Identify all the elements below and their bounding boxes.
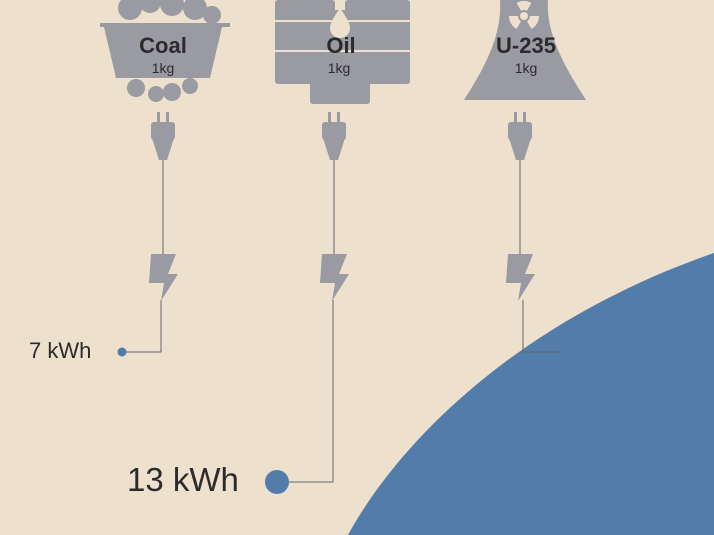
radiation-icon	[508, 1, 539, 29]
plug-icon	[151, 112, 175, 160]
coal-mass: 1kg	[151, 60, 175, 76]
oil-energy-value: 13 kWh	[127, 461, 239, 498]
plug-icon	[508, 112, 532, 160]
lightning-bolt-icon	[320, 254, 349, 301]
oil-name: Oil	[326, 33, 356, 58]
oil-energy-dot	[265, 470, 289, 494]
uranium-mass: 1kg	[514, 60, 538, 76]
coal-energy-dot	[117, 347, 127, 357]
cooling-tower-icon	[464, 0, 586, 100]
uranium-energy-circle	[348, 253, 714, 535]
plug-icon	[322, 112, 346, 160]
coal-leader-line	[122, 300, 162, 353]
lightning-bolt-icon	[506, 254, 535, 301]
uranium-leader-line	[522, 300, 560, 353]
coal-energy-value: 7 kWh	[29, 338, 92, 363]
uranium-name: U-235	[496, 33, 556, 58]
coal-cart-icon	[100, 0, 230, 102]
coal-name: Coal	[139, 33, 187, 58]
oil-mass: 1kg	[327, 60, 351, 76]
oil-leader-line	[277, 300, 334, 483]
oil-barrels-icon	[275, 0, 410, 104]
lightning-bolt-icon	[149, 254, 178, 301]
